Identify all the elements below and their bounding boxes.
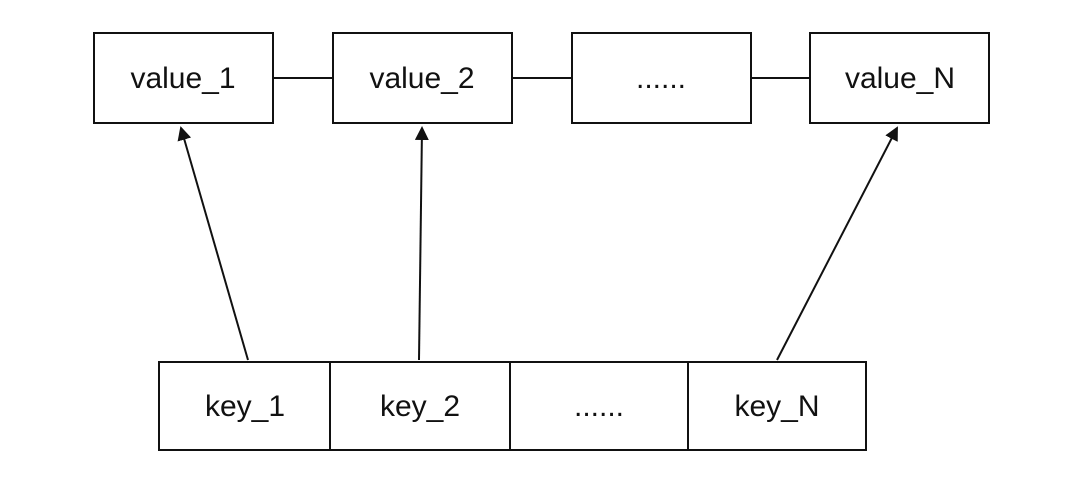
arrow-key2-to-value2 <box>414 126 429 361</box>
arrow-keyn-to-valuen <box>776 126 898 361</box>
key-cell-2: key_2 <box>380 390 460 423</box>
value-label: value_2 <box>369 62 474 95</box>
value-box-1: value_1 <box>93 32 274 124</box>
key-cell-n: key_N <box>734 390 819 423</box>
value-label: value_N <box>845 62 955 95</box>
value-label: ...... <box>636 62 686 95</box>
arrow-key1-to-value1 <box>177 126 249 361</box>
value-box-n: value_N <box>809 32 990 124</box>
key-cell-1: key_1 <box>205 390 285 423</box>
value-box-ellipsis: ...... <box>571 32 752 124</box>
value-box-2: value_2 <box>332 32 513 124</box>
key-row: key_1 key_2 ...... key_N <box>158 361 867 451</box>
value-label: value_1 <box>130 62 235 95</box>
key-cell-ellipsis: ...... <box>574 390 624 423</box>
